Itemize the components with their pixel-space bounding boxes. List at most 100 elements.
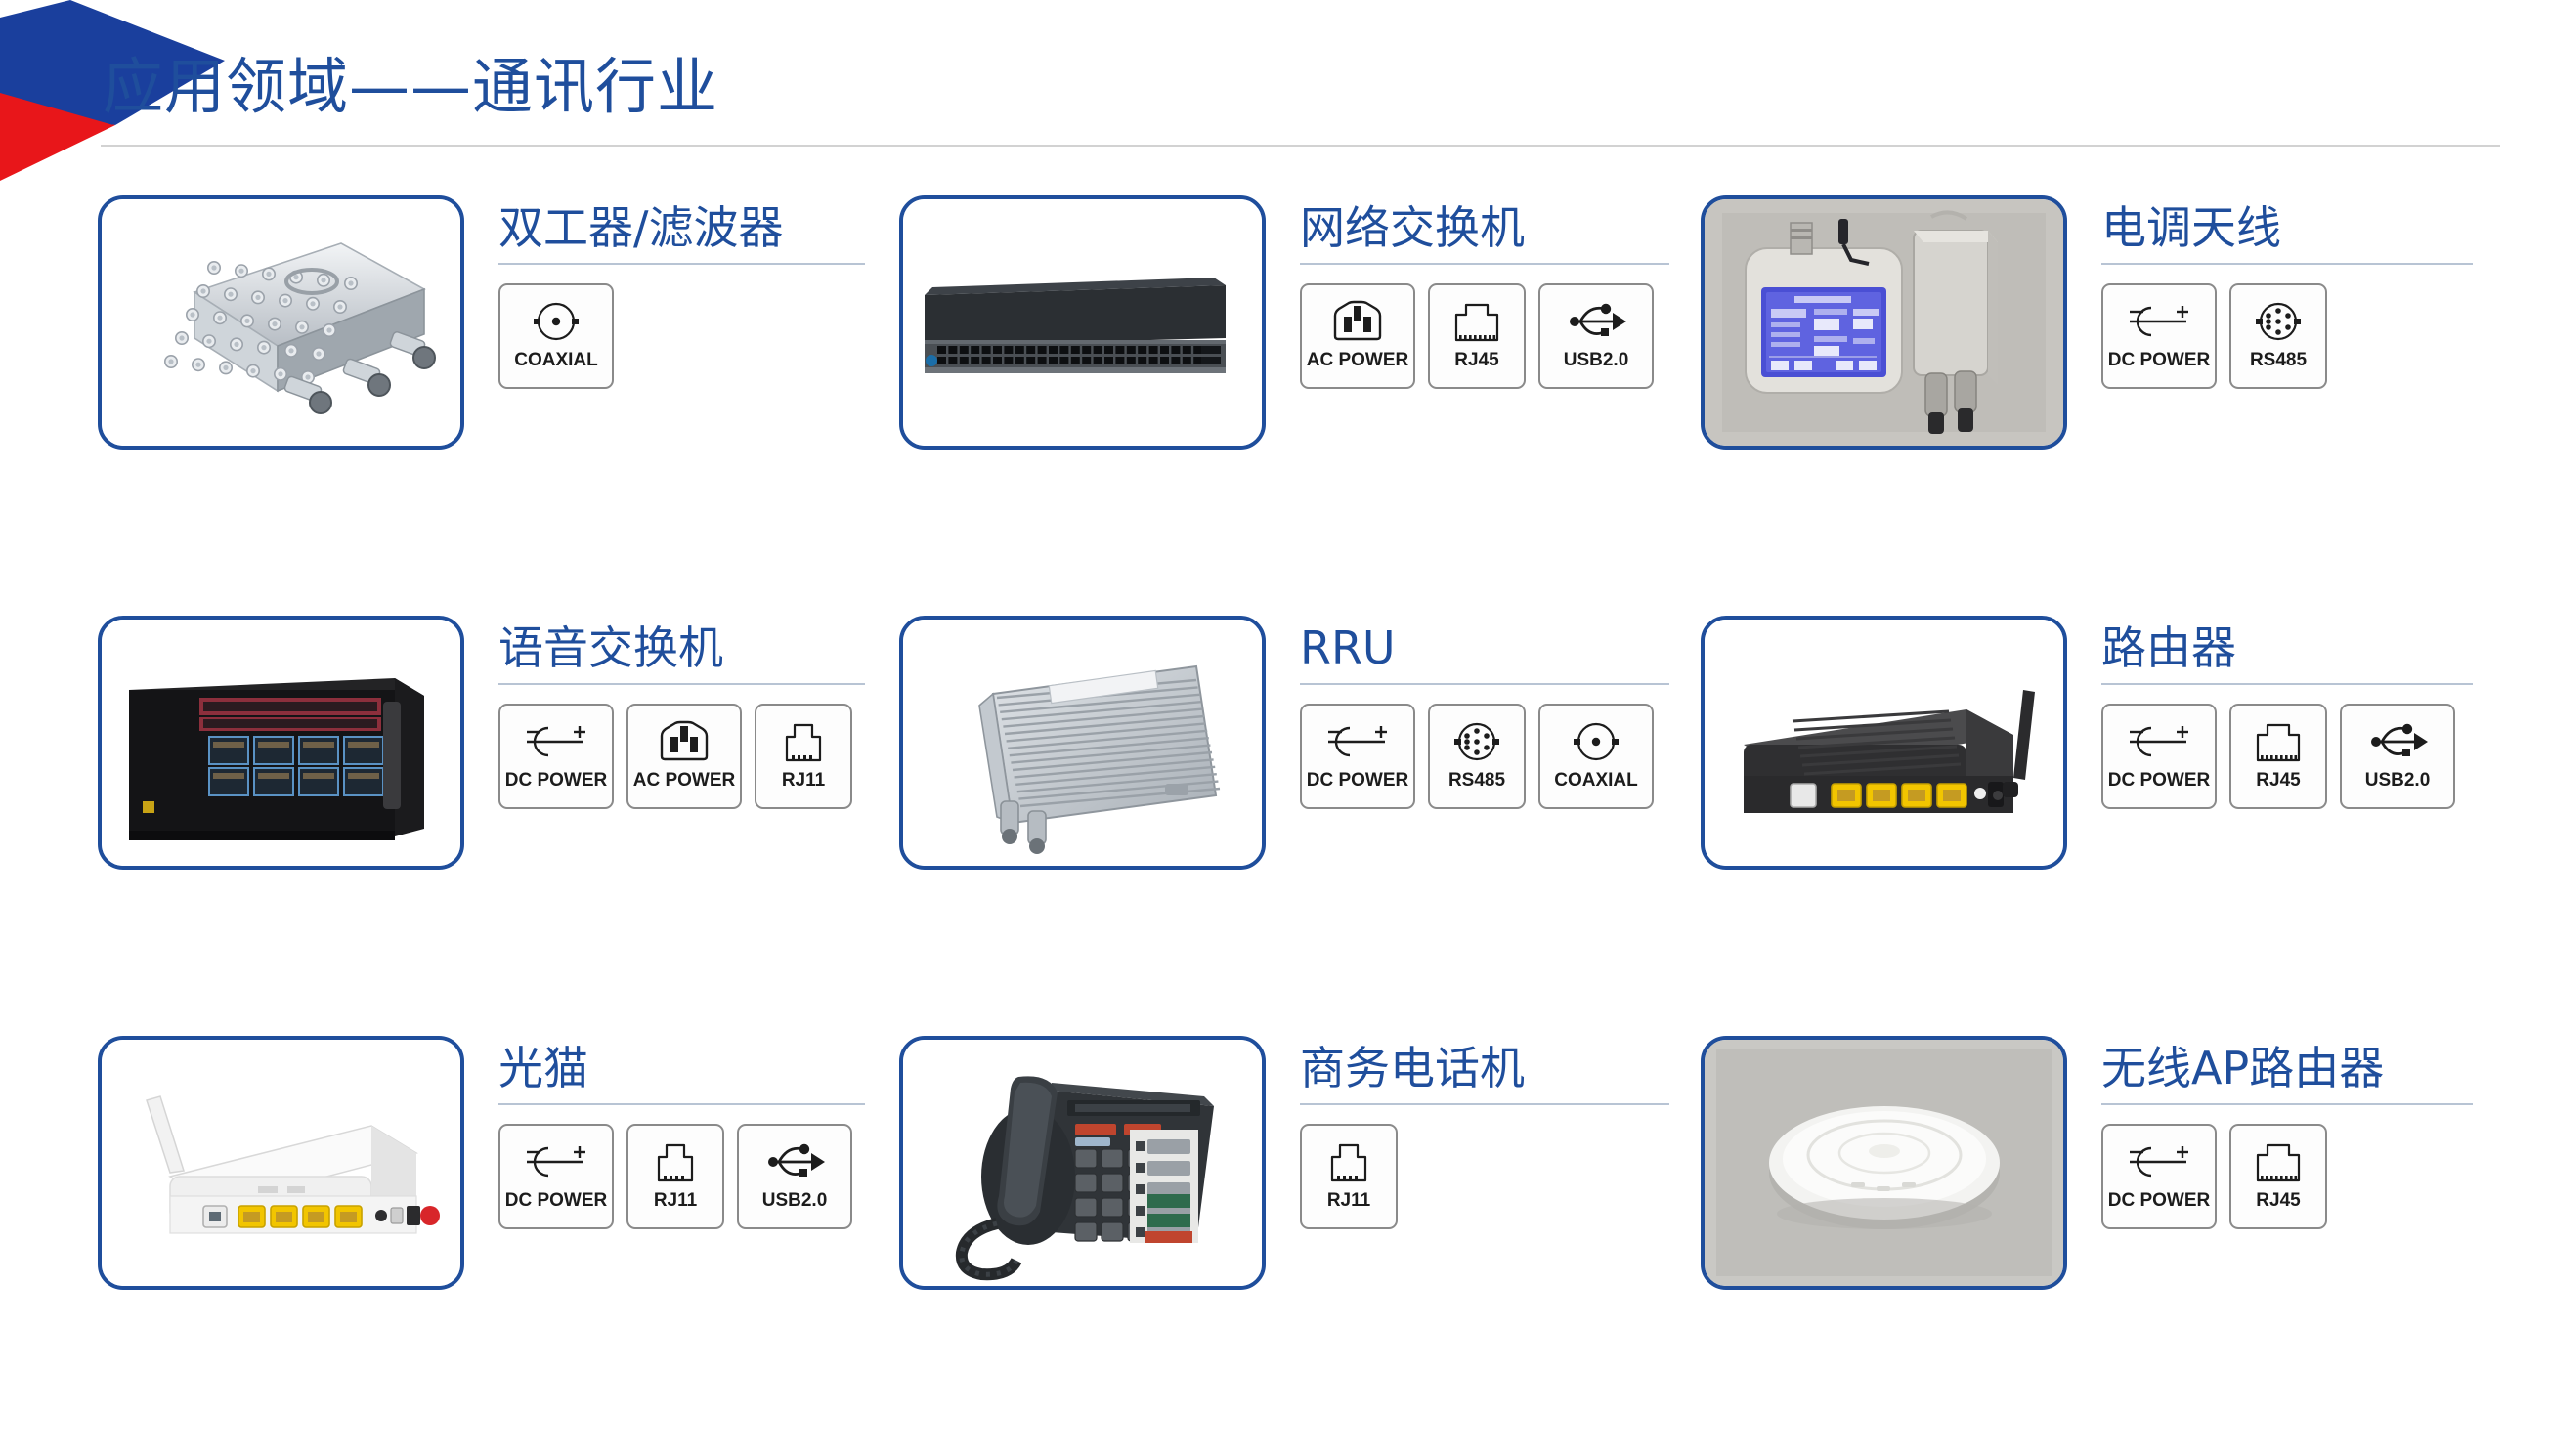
rs485-connector-icon — [2252, 294, 2305, 349]
product-name-divider — [2101, 262, 2473, 265]
product-card: 商务电话机 RJ11 — [899, 1036, 1701, 1456]
product-info: RRU DC POWER RS485 — [1300, 616, 1701, 809]
connector-badge-dc-power: DC POWER — [498, 703, 614, 809]
wireless-ap-router-photo — [1701, 1036, 2067, 1290]
product-card: 双工器/滤波器 COAXIAL — [98, 195, 899, 616]
product-name-divider — [1300, 682, 1669, 685]
connector-badge-dc-power: DC POWER — [2101, 1123, 2217, 1229]
connector-badge-ac-power: AC POWER — [626, 703, 742, 809]
desktop-router-photo — [1701, 616, 2067, 870]
product-card: 电调天线 DC POWER RS485 — [1701, 195, 2531, 616]
connector-label: RJ11 — [653, 1189, 698, 1211]
connector-badge-usb2: USB2.0 — [737, 1123, 852, 1229]
connector-label: RJ11 — [1326, 1189, 1371, 1211]
product-info: 无线AP路由器 DC POWER RJ45 — [2101, 1036, 2531, 1229]
connector-label: RJ45 — [1454, 349, 1499, 370]
product-info: 光猫 DC POWER RJ11 USB2.0 — [498, 1036, 899, 1229]
product-name-divider — [2101, 1102, 2473, 1105]
connector-list: DC POWER AC POWER RJ11 — [498, 703, 899, 809]
connector-list: RJ11 — [1300, 1123, 1701, 1229]
rs485-connector-icon — [1450, 714, 1503, 769]
connector-badge-dc-power: DC POWER — [1300, 703, 1415, 809]
connector-badge-rj45: RJ45 — [2229, 703, 2327, 809]
product-card: 路由器 DC POWER RJ45 — [1701, 616, 2531, 1036]
corner-decoration — [0, 0, 225, 181]
coaxial-connector-icon — [1570, 714, 1622, 769]
connector-label: DC POWER — [2107, 1189, 2211, 1211]
product-name-divider — [498, 1102, 865, 1105]
connector-badge-dc-power: DC POWER — [2101, 703, 2217, 809]
ac-power-connector-icon — [654, 714, 714, 769]
rj11-connector-icon — [652, 1135, 699, 1189]
connector-badge-dc-power: DC POWER — [2101, 282, 2217, 389]
connector-list: DC POWER RJ45 — [2101, 1123, 2531, 1229]
ac-power-connector-icon — [1327, 294, 1388, 349]
connector-badge-rj11: RJ11 — [1300, 1123, 1398, 1229]
connector-badge-rj11: RJ11 — [755, 703, 852, 809]
rru-remote-radio-unit-photo — [899, 616, 1266, 870]
connector-badge-rj45: RJ45 — [2229, 1123, 2327, 1229]
dc-power-connector-icon — [2122, 1135, 2196, 1189]
connector-label: DC POWER — [504, 1189, 608, 1211]
optical-modem-ont-photo — [98, 1036, 464, 1290]
connector-label: RJ45 — [2256, 769, 2301, 791]
connector-label: COAXIAL — [1554, 769, 1638, 791]
connector-label: RJ11 — [781, 769, 826, 791]
connector-badge-usb2: USB2.0 — [1538, 282, 1654, 389]
rj45-connector-icon — [2250, 714, 2307, 769]
product-name: 电调天线 — [2101, 201, 2281, 254]
product-cards-grid: 双工器/滤波器 COAXIAL — [0, 195, 2549, 1349]
connector-badge-usb2: USB2.0 — [2340, 703, 2455, 809]
voice-switch-chassis-photo — [98, 616, 464, 870]
connector-badge-ac-power: AC POWER — [1300, 282, 1415, 389]
dc-power-connector-icon — [1320, 714, 1395, 769]
connector-label: DC POWER — [1306, 769, 1409, 791]
page-header: 应用领域——通讯行业 — [0, 0, 2549, 164]
usb2-connector-icon — [1564, 294, 1628, 349]
product-card: 光猫 DC POWER RJ11 USB2.0 — [98, 1036, 899, 1456]
product-name: 语音交换机 — [498, 621, 723, 674]
connector-badge-rj11: RJ11 — [626, 1123, 724, 1229]
product-name: 网络交换机 — [1300, 201, 1525, 254]
connector-badge-coaxial: COAXIAL — [498, 282, 614, 389]
rj11-connector-icon — [780, 714, 827, 769]
dc-power-connector-icon — [2122, 294, 2196, 349]
product-name-divider — [1300, 1102, 1669, 1105]
ret-antenna-controller-photo — [1701, 195, 2067, 450]
rj11-connector-icon — [1325, 1135, 1372, 1189]
product-card: 网络交换机 AC POWER RJ45 — [899, 195, 1701, 616]
product-info: 路由器 DC POWER RJ45 — [2101, 616, 2531, 809]
connector-list: AC POWER RJ45 USB2.0 — [1300, 282, 1701, 389]
product-name-divider — [498, 682, 865, 685]
connector-list: DC POWER RJ45 USB2.0 — [2101, 703, 2531, 809]
product-name-divider — [1300, 262, 1669, 265]
connector-badge-rs485: RS485 — [1428, 703, 1526, 809]
product-name-divider — [498, 262, 865, 265]
product-name: RRU — [1300, 621, 1396, 674]
product-info: 电调天线 DC POWER RS485 — [2101, 195, 2531, 389]
dc-power-connector-icon — [2122, 714, 2196, 769]
connector-list: DC POWER RS485 COAXIAL — [1300, 703, 1701, 809]
usb2-connector-icon — [2365, 714, 2430, 769]
product-info: 商务电话机 RJ11 — [1300, 1036, 1701, 1229]
rj45-connector-icon — [2250, 1135, 2307, 1189]
product-name: 商务电话机 — [1300, 1042, 1525, 1094]
dc-power-connector-icon — [519, 714, 593, 769]
connector-label: RS485 — [2249, 349, 2308, 370]
connector-label: COAXIAL — [514, 349, 598, 370]
connector-label: DC POWER — [2107, 769, 2211, 791]
dc-power-connector-icon — [519, 1135, 593, 1189]
title-divider — [101, 145, 2500, 147]
product-name: 路由器 — [2101, 621, 2236, 674]
business-telephone-photo — [899, 1036, 1266, 1290]
connector-list: DC POWER RS485 — [2101, 282, 2531, 389]
cavity-filter-photo — [98, 195, 464, 450]
product-card: RRU DC POWER RS485 — [899, 616, 1701, 1036]
connector-badge-rs485: RS485 — [2229, 282, 2327, 389]
connector-label: USB2.0 — [761, 1189, 828, 1211]
product-info: 语音交换机 DC POWER AC POWER RJ11 — [498, 616, 899, 809]
usb2-connector-icon — [762, 1135, 827, 1189]
coaxial-connector-icon — [530, 294, 583, 349]
connector-label: RS485 — [1447, 769, 1506, 791]
connector-badge-coaxial: COAXIAL — [1538, 703, 1654, 809]
